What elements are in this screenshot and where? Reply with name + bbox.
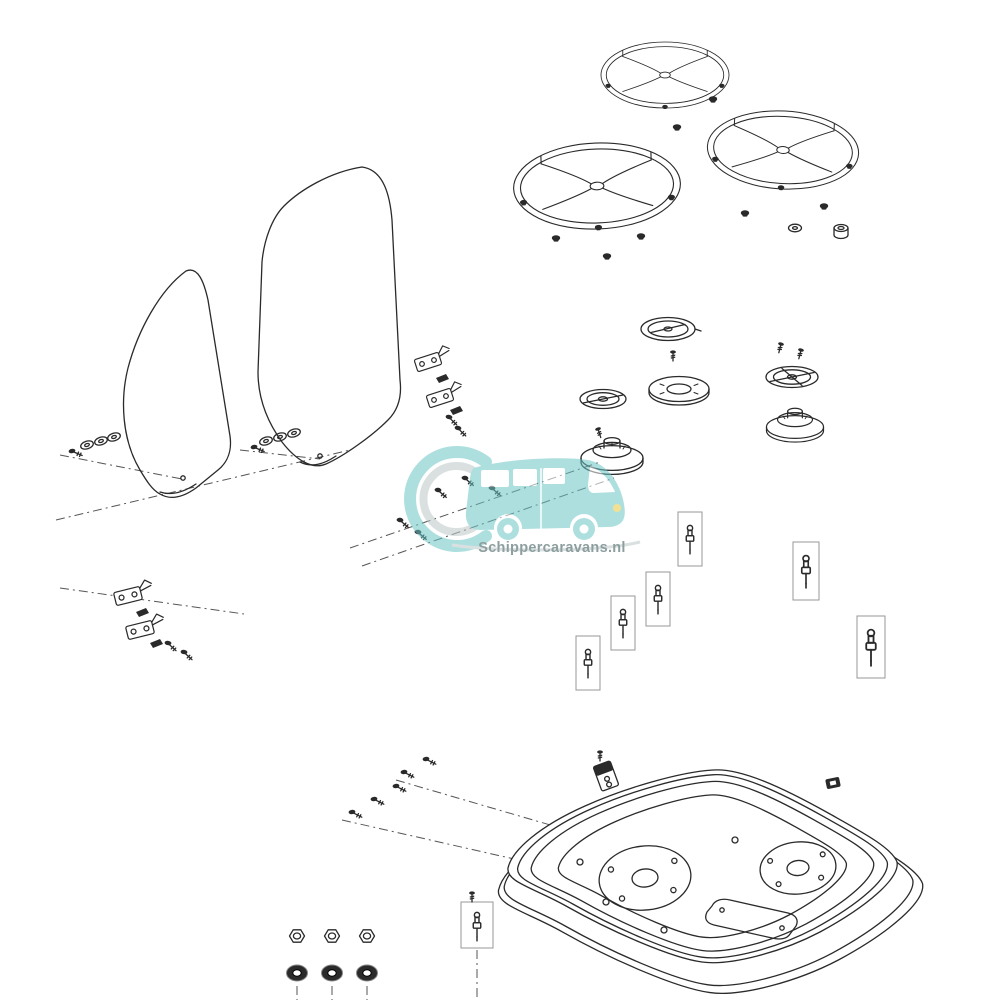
watermark-text: Schippercaravans.nl <box>478 540 626 556</box>
lid-hinge-bracket-3 <box>111 578 156 607</box>
thermocouple-card-1 <box>575 635 601 691</box>
hex-nuts <box>288 929 376 943</box>
thermocouple-card-4 <box>677 511 703 567</box>
watermark <box>404 446 641 552</box>
burner-mount-right <box>759 841 837 895</box>
igniter-card <box>460 890 494 949</box>
burner-body-2 <box>765 407 825 443</box>
tray-hinge-bracket <box>593 760 619 792</box>
hob-tray <box>507 769 898 964</box>
burner-head-1 <box>648 375 710 406</box>
pan-support-grid-2 <box>512 140 682 233</box>
lid-screw-set-right <box>249 426 303 456</box>
lid-hinge-bracket-2 <box>424 379 466 409</box>
hinge-clips-right <box>436 374 468 438</box>
burner-cap-1 <box>640 316 702 342</box>
grid-nut <box>833 223 849 240</box>
burner-ring-2 <box>765 365 819 389</box>
headlight <box>613 504 621 512</box>
lid-screw-set-left <box>67 430 123 460</box>
tray-corner-screw <box>596 749 604 762</box>
pan-support-grid-3 <box>705 107 860 194</box>
lid-hinge-bracket-4 <box>123 612 168 641</box>
thermocouple-card-2 <box>610 595 636 651</box>
assembly-axis-lines <box>55 449 615 1000</box>
burner-mount-left <box>598 845 692 911</box>
glass-lid-right <box>257 166 402 467</box>
tray-cutout <box>705 898 798 940</box>
caravan-logo <box>451 458 641 552</box>
burner-screw-1 <box>594 425 605 440</box>
gas-clip <box>825 777 841 789</box>
burner-ring-1 <box>579 388 627 410</box>
lid-hinge-bracket-1 <box>412 343 454 373</box>
cap-screw-1 <box>669 349 677 362</box>
tray-screw-set-a <box>347 781 407 820</box>
cap-screws-right <box>775 341 805 361</box>
glass-lid-left <box>122 269 232 499</box>
grid-fasteners <box>551 96 849 260</box>
hinge-clips-left <box>136 608 194 661</box>
watermark-inner-arc <box>419 462 482 536</box>
thermocouple-card-5 <box>792 541 820 601</box>
thermocouple-card-6 <box>856 615 886 679</box>
burner-base-nuts <box>286 964 378 982</box>
tray-screw-set-b <box>399 754 437 780</box>
tray-holes <box>576 836 739 934</box>
thermocouple-card-3 <box>645 571 671 627</box>
